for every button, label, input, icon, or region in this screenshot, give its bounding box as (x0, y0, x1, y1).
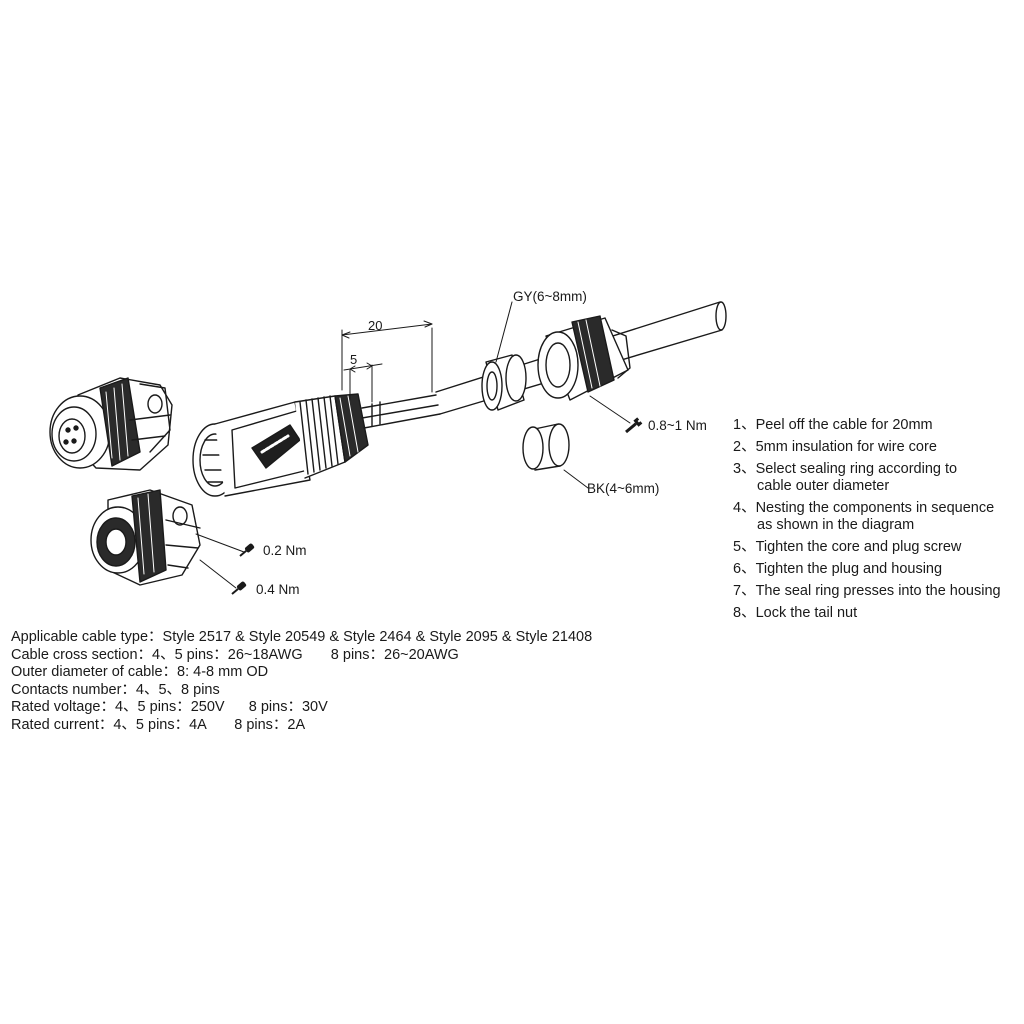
wrench-icon (625, 417, 643, 434)
panel-socket (49, 377, 173, 471)
screwdriver-icon (231, 581, 247, 595)
black-seal-ring (522, 423, 570, 471)
step-continuation: as shown in the diagram (757, 517, 915, 533)
torque-screw-label: 0.2 Nm (263, 543, 307, 558)
step-item: 8、Lock the tail nut (733, 605, 1023, 622)
step-continuation: cable outer diameter (757, 478, 890, 494)
dimension-lines (341, 320, 433, 403)
screwdriver-icon (239, 543, 255, 557)
step-line: 5、Tighten the core and plug screw (733, 539, 962, 555)
dimension-20-label: 20 (368, 318, 382, 333)
spec-cable-type: Applicable cable type：Style 2517 & Style… (11, 629, 593, 645)
tail-nut (537, 315, 631, 401)
step-line: 8、Lock the tail nut (733, 605, 858, 621)
step-item: 1、Peel off the cable for 20mm (733, 417, 1023, 434)
assembly-steps: 1、Peel off the cable for 20mm 2、5mm insu… (733, 417, 1023, 627)
step-item: 2、5mm insulation for wire core (733, 439, 1023, 456)
spec-contacts-number: Contacts number：4、5、8 pins (11, 681, 220, 698)
step-line: 4、Nesting the components in sequence (733, 500, 995, 516)
gray-seal-ring (481, 354, 527, 411)
step-line: 3、Select sealing ring according to (733, 461, 958, 477)
step-line: 2、5mm insulation for wire core (733, 439, 937, 455)
plug-body (192, 393, 369, 497)
step-line: 6、Tighten the plug and housing (733, 561, 943, 577)
step-item: 7、The seal ring presses into the housing (733, 583, 1023, 600)
step-item: 6、Tighten the plug and housing (733, 561, 1023, 578)
step-line: 7、The seal ring presses into the housing (733, 583, 1001, 599)
leader-lines (195, 301, 631, 589)
dimension-5-label: 5 (350, 352, 357, 367)
stripped-wires (361, 394, 441, 429)
spec-outer-diameter: Outer diameter of cable：8: 4-8 mm OD (11, 664, 269, 681)
black-seal-label: BK(4~6mm) (587, 481, 659, 496)
torque-housing-label: 0.4 Nm (256, 582, 300, 597)
spec-cross-section: Cable cross section：4、5 pins：26~18AWG 8 … (11, 646, 459, 663)
torque-tail-label: 0.8~1 Nm (648, 418, 707, 433)
female-insert (90, 489, 201, 586)
step-line: 1、Peel off the cable for 20mm (733, 417, 933, 433)
spec-rated-voltage: Rated voltage：4、5 pins：250V 8 pins：30V (11, 699, 328, 716)
cable-specifications: Applicable cable type：Style 2517 & Style… (11, 629, 711, 735)
spec-rated-current: Rated current：4、5 pins：4A 8 pins：2A (11, 716, 306, 733)
step-item: 5、Tighten the core and plug screw (733, 539, 1023, 556)
gray-seal-label: GY(6~8mm) (513, 289, 587, 304)
